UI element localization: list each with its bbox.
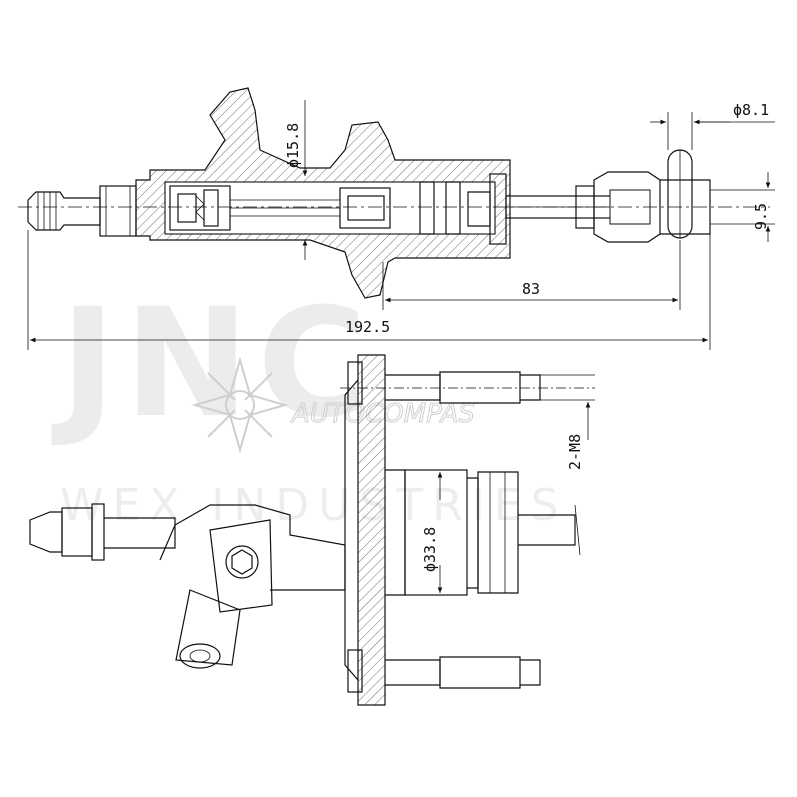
dim-mount-bolts: 2-M8 — [566, 434, 584, 470]
bottom-dimensions: 2-M8 ϕ33.8 — [421, 374, 595, 593]
top-section-view — [18, 87, 770, 299]
top-dimensions: ϕ15.8 ϕ8.1 9.5 83 192.5 — [27, 100, 775, 350]
bottom-side-view — [29, 354, 595, 706]
dim-rod-diameter: ϕ8.1 — [733, 101, 769, 119]
dim-clevis-width: 9.5 — [752, 203, 770, 230]
watermark-main: JNC — [51, 277, 375, 451]
dim-overall-length: 192.5 — [345, 318, 390, 336]
dim-bore-diameter: ϕ15.8 — [284, 123, 302, 168]
dim-body-diameter: ϕ33.8 — [421, 527, 439, 572]
watermark-company: WEX INDUSTRIES — [60, 480, 568, 531]
autocompas-logo-icon — [191, 356, 289, 454]
dim-stroke-length: 83 — [522, 280, 540, 298]
